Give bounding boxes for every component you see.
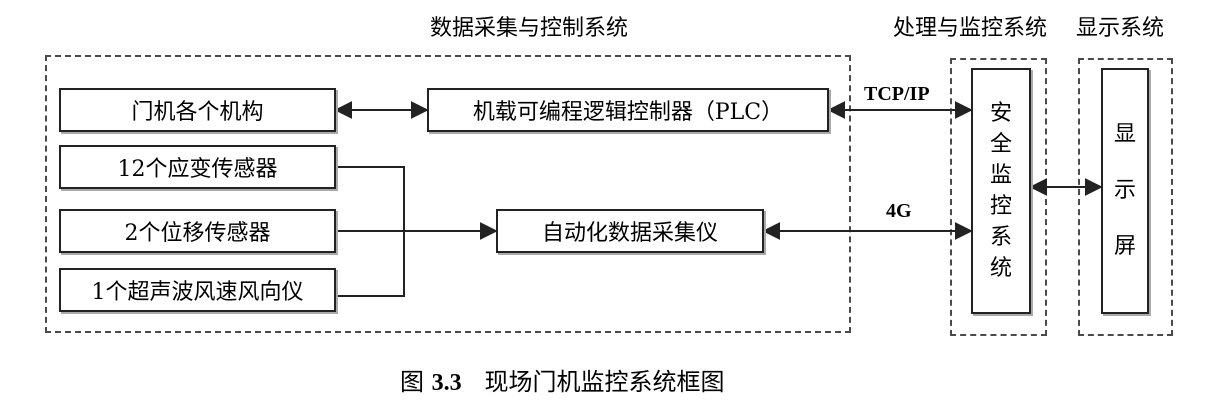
processing-monitoring-group <box>950 58 1047 336</box>
display-screen-char: 示 <box>1113 178 1136 203</box>
anemometer-box: 1个超声波风速风向仪 <box>59 268 336 312</box>
safety-monitoring-box: 安 全 监 控 系 统 <box>971 68 1031 314</box>
caption-prefix: 图 <box>400 368 424 396</box>
displacement-sensors-box: 2个位移传感器 <box>59 209 336 253</box>
display-screen-char: 显 <box>1113 122 1136 147</box>
gantry-mechanisms-box: 门机各个机构 <box>59 88 336 132</box>
display-screen-box: 显 示 屏 <box>1101 68 1149 314</box>
safety-monitoring-char: 系 <box>989 225 1012 250</box>
caption-number: 3.3 <box>431 370 462 396</box>
acquisition-control-group <box>45 55 851 333</box>
display-section-title: 显示系统 <box>1076 16 1165 41</box>
4g-label: 4G <box>886 200 912 222</box>
processing-section-title: 处理与监控系统 <box>893 16 1048 41</box>
strain-sensors-box: 12个应变传感器 <box>59 145 336 189</box>
figure-caption: 图 3.3 现场门机监控系统框图 <box>400 362 725 397</box>
safety-monitoring-char: 安 <box>989 101 1012 126</box>
safety-monitoring-char: 控 <box>989 194 1012 219</box>
caption-text: 现场门机监控系统框图 <box>484 368 725 396</box>
display-group <box>1078 58 1173 336</box>
data-acquisition-box: 自动化数据采集仪 <box>496 209 764 253</box>
plc-box: 机载可编程逻辑控制器（PLC） <box>427 88 829 132</box>
tcp-ip-label: TCP/IP <box>864 83 930 105</box>
safety-monitoring-char: 全 <box>989 132 1012 157</box>
display-screen-char: 屏 <box>1113 234 1136 259</box>
acquisition-section-title: 数据采集与控制系统 <box>430 16 629 41</box>
safety-monitoring-char: 统 <box>989 256 1012 281</box>
safety-monitoring-char: 监 <box>989 163 1012 188</box>
